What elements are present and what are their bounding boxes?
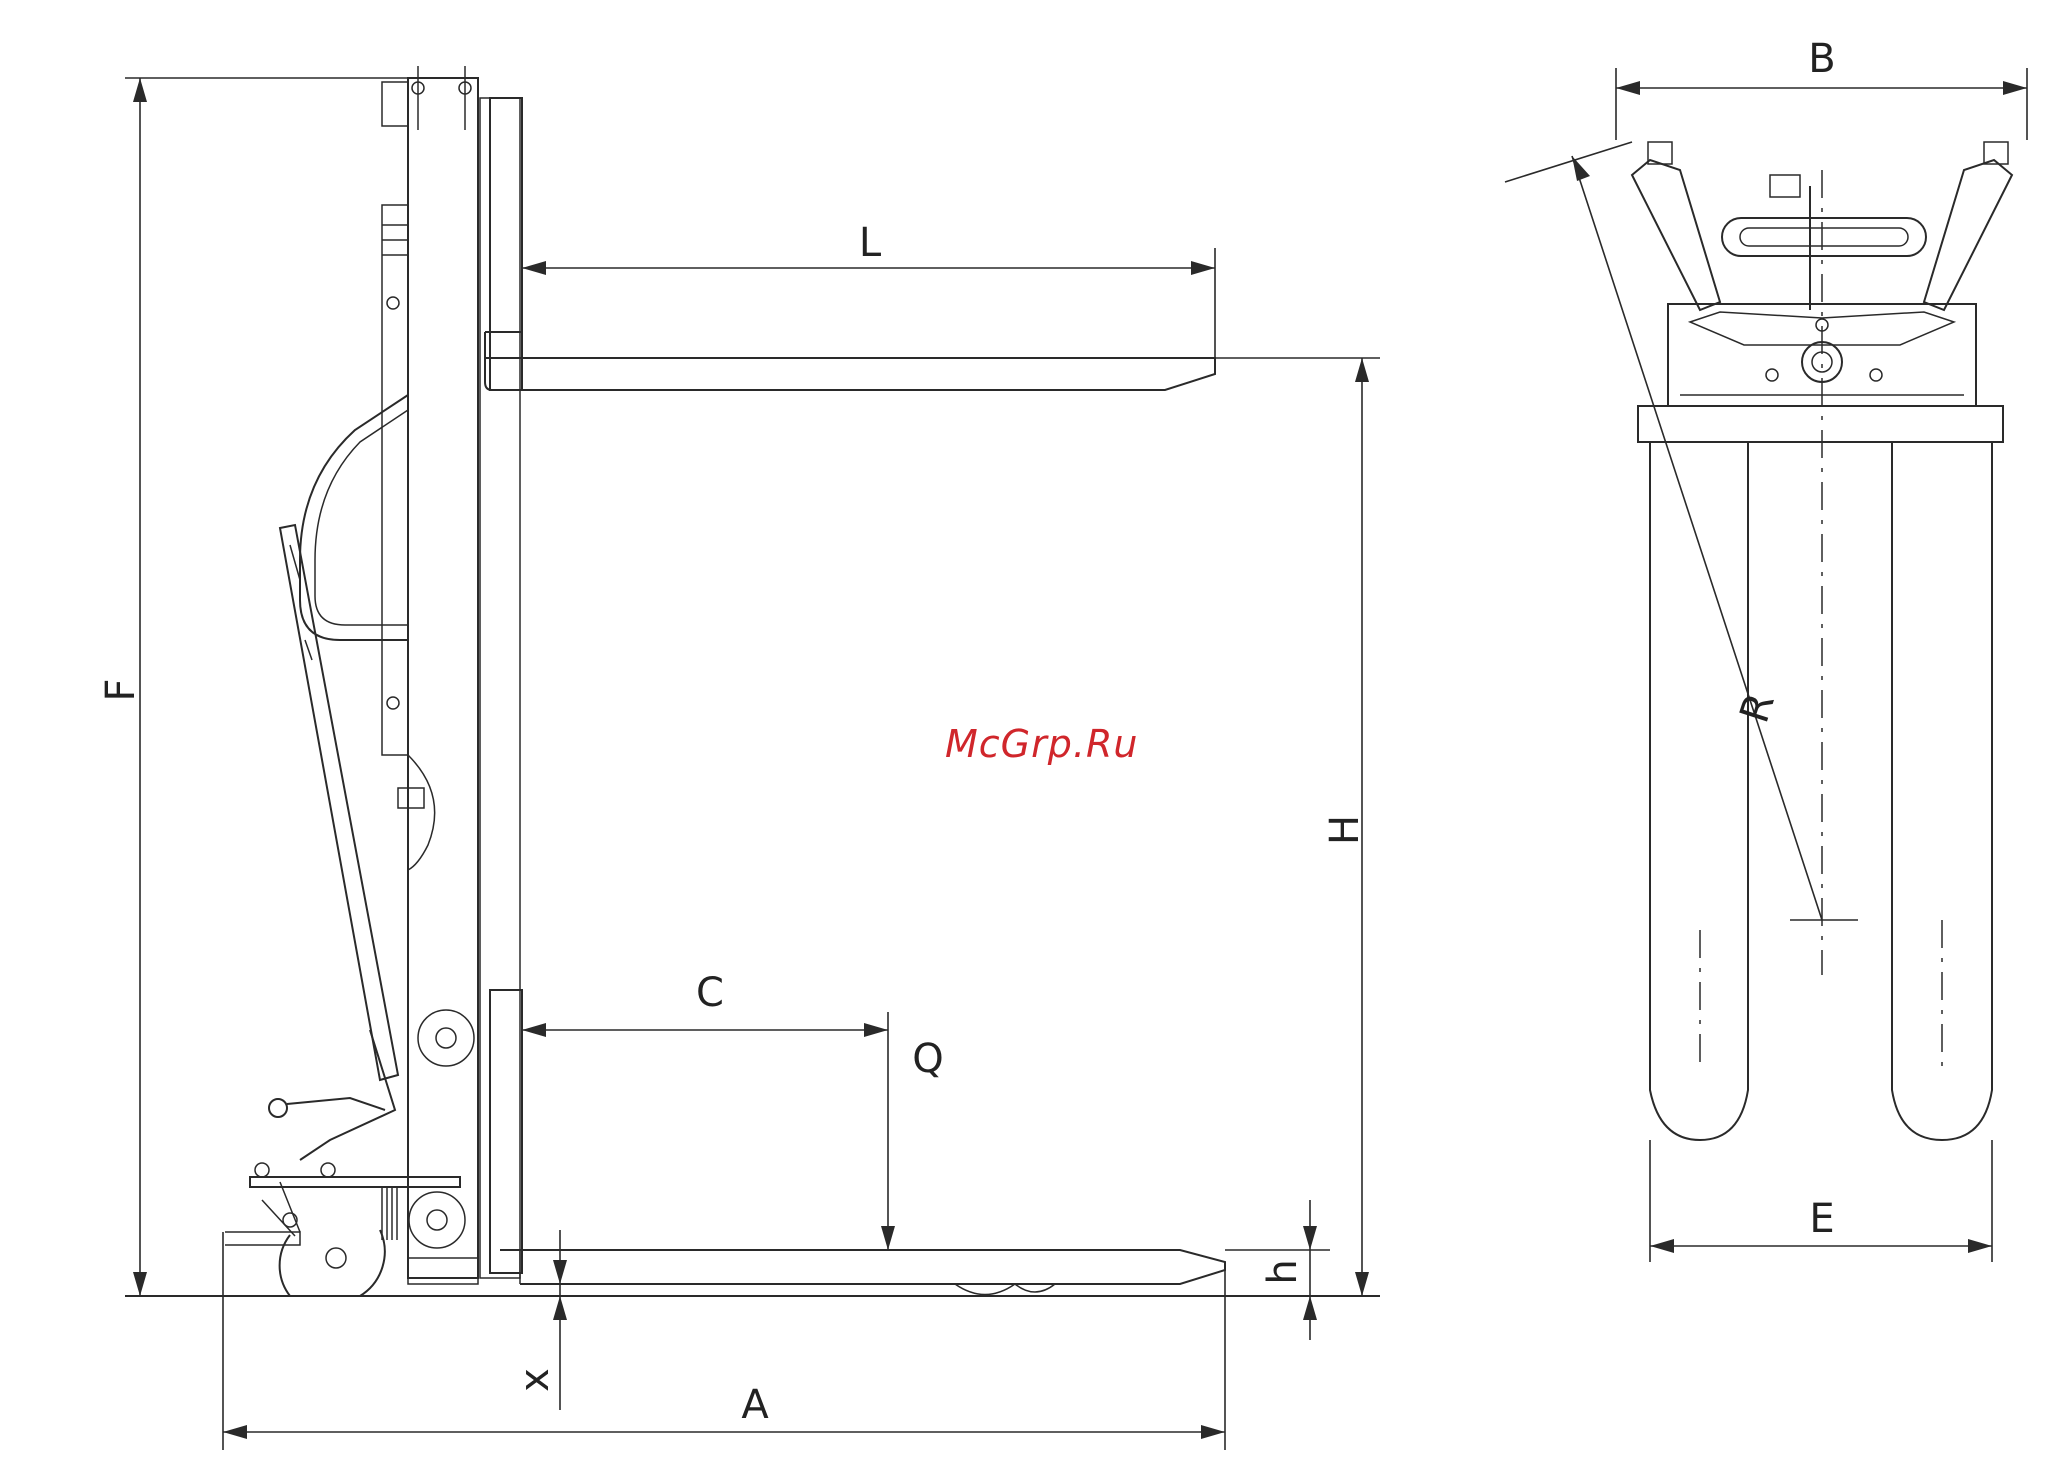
label-F: F: [98, 678, 144, 701]
mast: [382, 66, 520, 1278]
label-C: C: [696, 970, 724, 1016]
right-fork: [1892, 442, 1992, 1140]
upper-fork: [485, 98, 1215, 390]
label-R: R: [1731, 688, 1783, 729]
label-H: H: [1322, 815, 1368, 845]
label-h: h: [1260, 1259, 1306, 1284]
label-B: B: [1808, 36, 1835, 82]
dimension-C: C: [522, 970, 888, 1037]
chassis: [225, 1163, 460, 1245]
left-fork: [1650, 442, 1748, 1140]
load-Q: Q: [881, 1012, 944, 1250]
dimension-R: R: [1505, 142, 1822, 920]
dimension-h: h: [1225, 1200, 1330, 1340]
dimension-F: F: [98, 78, 395, 1296]
dimension-L: L: [522, 220, 1215, 358]
label-L: L: [859, 220, 882, 266]
label-E: E: [1809, 1196, 1834, 1242]
lower-fork: [490, 990, 1225, 1284]
dimension-B: B: [1616, 36, 2027, 140]
dimension-E: E: [1650, 1140, 1992, 1262]
dimension-A: A: [223, 1232, 1225, 1450]
label-Q: Q: [912, 1036, 943, 1082]
watermark-text: McGrp.Ru: [945, 722, 1138, 766]
push-handle: [300, 395, 408, 640]
dimension-H: H: [1215, 358, 1380, 1296]
front-view: B R E: [1505, 36, 2027, 1262]
front-rollers: [955, 1284, 1055, 1295]
fork-cross-member: [1638, 406, 2003, 442]
label-A: A: [741, 1382, 769, 1428]
side-view: F L H C Q: [98, 66, 1380, 1450]
label-x: x: [512, 1368, 558, 1392]
mast-pulleys: [408, 1010, 478, 1284]
pump-lever: [269, 525, 398, 1160]
rear-wheel: [280, 1230, 385, 1296]
